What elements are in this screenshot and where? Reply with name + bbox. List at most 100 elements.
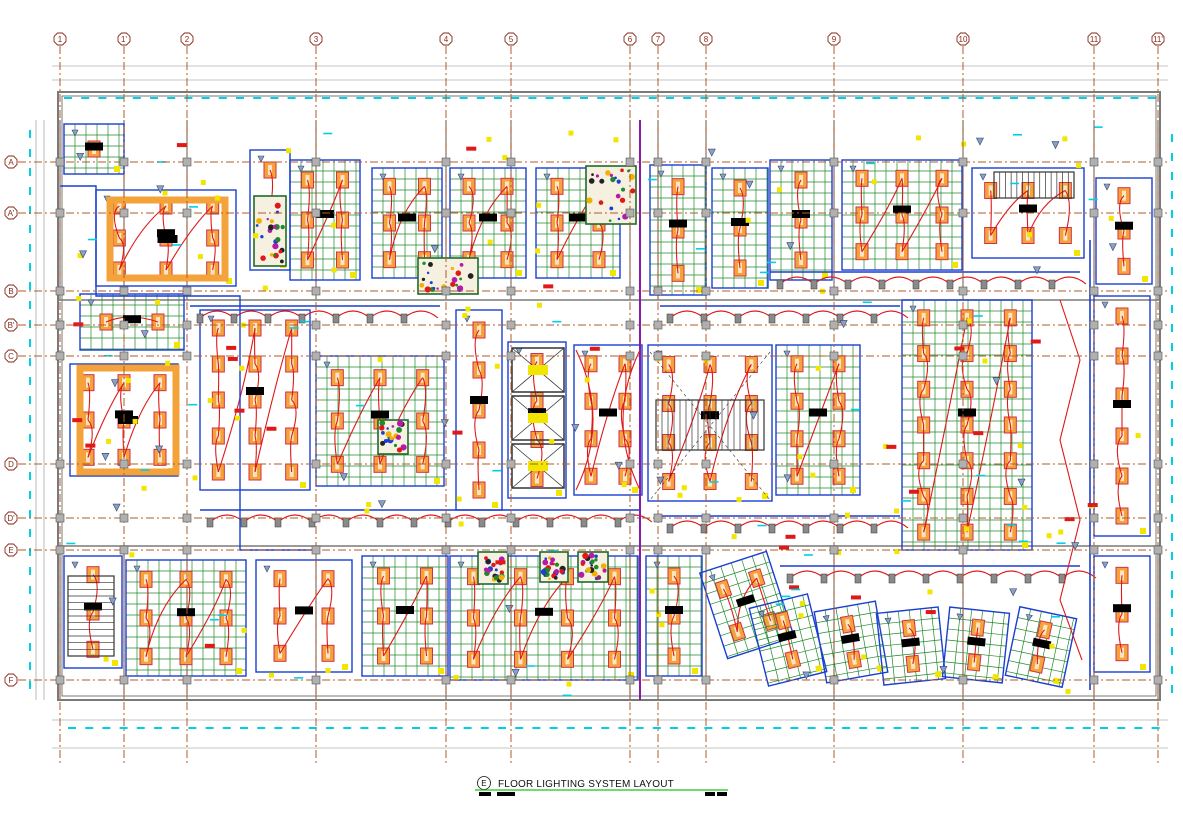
building-outline-inner [61,95,1157,697]
column-bubble-outline [309,32,323,46]
structural-column [625,459,635,469]
junction-marker [331,222,337,228]
room-boundary [941,606,1011,684]
room-boundary [371,167,443,279]
column-bubble-outline [827,32,841,46]
equipment-symbol [451,277,458,283]
switch-leg-wire [474,329,480,371]
structural-column [625,513,635,523]
sensor-symbol [377,500,386,509]
sensor-symbol [1051,141,1060,150]
column-bubble: 1 [53,32,67,46]
equipment-symbol [393,443,398,448]
junction-marker [736,497,742,503]
circuit-tag [1113,400,1131,408]
stair-block [993,171,1075,199]
ceiling-grid-line [883,672,946,680]
equipment-symbol [617,217,621,221]
downlight [1048,279,1056,290]
panel-marker [850,595,861,600]
structural-column [506,675,516,685]
structural-column [311,157,321,167]
downlight [768,313,776,324]
switch-leg-wire [425,575,428,617]
panel-marker [73,322,84,327]
circuit-tag [371,410,389,419]
structural-column [1089,459,1099,469]
switch-leg-wire [87,382,91,421]
equipment-symbol [582,552,589,560]
column-bubble-outline [117,32,131,46]
switch-leg-wire [1007,353,1011,390]
structural-column [55,286,65,296]
junction-marker [777,187,783,193]
equipment-symbol [588,552,595,559]
junction-marker [132,418,138,424]
structural-column [506,286,516,296]
junction-marker [197,254,203,260]
switch-leg-wire [556,186,560,224]
equipment-symbol [389,436,394,441]
junction-marker [125,378,131,384]
room-lighting-zone [63,123,125,175]
switch-leg-wire [422,377,427,422]
structural-column [119,513,129,523]
structural-column [182,286,192,296]
switch-leg-wire [225,578,232,619]
equipment-symbol [260,235,264,239]
lift-light [528,365,548,375]
junction-marker [621,482,627,488]
junction-marker [458,521,464,527]
switch-leg-wire [113,205,120,239]
building-outline [57,91,1161,701]
circuit-tag [535,607,553,616]
switch-leg-wire [422,420,427,465]
switch-leg-wire [254,399,257,437]
room-lighting-zone [1004,605,1078,689]
room-boundary [449,167,527,279]
circuit-tag [958,408,976,417]
equipment-symbol [545,567,551,573]
equipment-symbol [380,440,386,446]
switch-leg-wire [536,439,543,479]
structural-column [1153,675,1163,685]
equipment-symbol [467,273,474,279]
column-bubble-outline [1087,32,1101,46]
junction-marker [536,202,542,208]
room-lighting-zone [255,559,353,673]
circuit-tag [295,606,313,615]
switch-leg-wire [474,409,480,451]
junction-marker [810,472,816,478]
switch-leg-wire [1059,299,1083,661]
panel-marker [495,560,506,565]
column-bubble-outline [504,32,518,46]
downlight [802,523,810,534]
switch-leg-wire [838,400,844,439]
switch-leg-wire [478,369,483,411]
structural-column [625,157,635,167]
junction-marker [286,148,292,154]
structural-column [119,675,129,685]
structural-column [1153,545,1163,555]
junction-marker [1046,533,1052,539]
structural-column [182,208,192,218]
room-boundary [711,167,769,289]
junction-marker [1062,136,1068,142]
structural-column [311,513,321,523]
switch-marker [762,493,768,499]
equipment-symbol [428,262,433,267]
switch-leg-wire [87,382,125,458]
switch-marker [1140,528,1146,534]
structural-column [1089,208,1099,218]
circuit-tag [479,213,497,222]
junction-marker [649,588,655,594]
switch-leg-wire [668,364,711,482]
cove-lighting-strip [106,196,229,282]
room-lighting-zone [748,593,828,687]
panel-marker [1087,503,1098,508]
downlight [844,279,852,290]
structural-column [441,157,451,167]
downlight [700,523,708,534]
structural-column [1153,320,1163,330]
